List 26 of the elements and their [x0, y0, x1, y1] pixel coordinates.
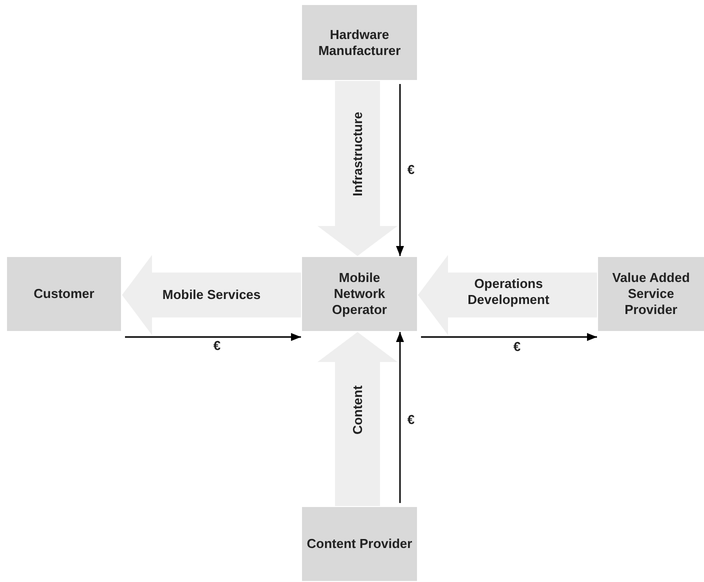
- arrow: [421, 333, 597, 341]
- actor-box: [598, 257, 704, 331]
- node-label: Customer: [34, 286, 94, 302]
- block-arrow: [418, 255, 597, 335]
- block-arrow: [122, 255, 301, 335]
- node-label: Content Provider: [306, 536, 412, 552]
- edge-label: €: [407, 412, 415, 428]
- node-label: Value Added Service Provider: [611, 270, 691, 318]
- edge-label: Mobile Services: [162, 287, 261, 303]
- actor-box: [302, 257, 417, 331]
- block-arrow: [318, 332, 398, 506]
- actor-box: [7, 257, 121, 331]
- edge-label: €: [407, 162, 415, 178]
- actor-box: [302, 507, 417, 581]
- block-arrow: [318, 81, 398, 256]
- edge-label: Operations Development: [466, 276, 550, 308]
- edge-label: €: [213, 338, 221, 354]
- arrow: [125, 333, 301, 341]
- edge-label: Infrastructure: [350, 111, 366, 196]
- node-label: Mobile Network Operator: [331, 270, 388, 318]
- edge-label: Content: [350, 385, 366, 435]
- arrow: [396, 84, 404, 256]
- actor-box: [302, 5, 417, 80]
- edge-label: €: [513, 339, 521, 355]
- node-label: Hardware Manufacturer: [317, 26, 402, 58]
- arrow: [396, 332, 404, 503]
